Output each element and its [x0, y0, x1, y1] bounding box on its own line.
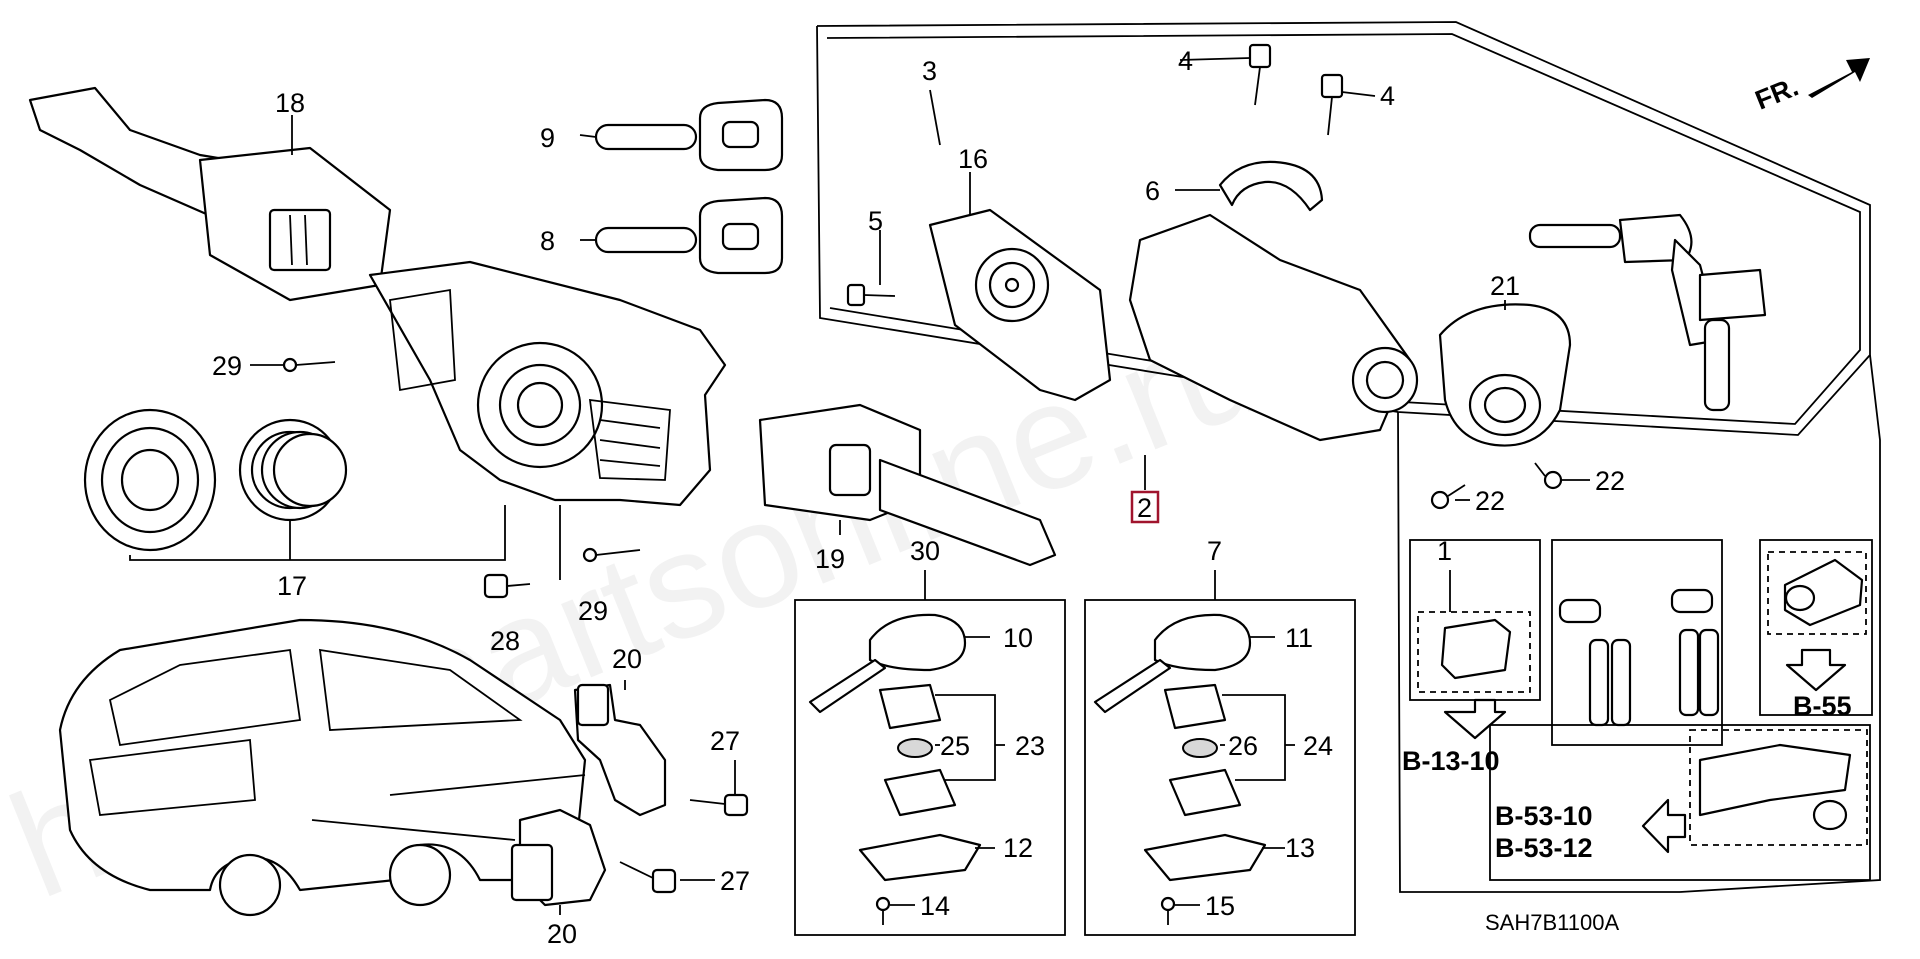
label-16: 16: [958, 144, 988, 174]
label-11: 11: [1285, 623, 1313, 653]
b53-dashed-box: [1689, 729, 1868, 846]
part-1-dashed-box: [1417, 611, 1531, 693]
leader-lines: [129, 57, 1590, 915]
label-4-right: 4: [1380, 81, 1395, 111]
label-3: 3: [922, 56, 937, 86]
screw-29-upper[interactable]: [282, 357, 336, 373]
ref-b-13-10[interactable]: B-13-10: [1402, 746, 1500, 776]
part-9-key[interactable]: [594, 98, 784, 172]
part-8-key[interactable]: [594, 196, 784, 275]
part-13-case[interactable]: [1143, 833, 1267, 882]
arrow-left-b53: [1641, 798, 1687, 854]
bolt-4-right[interactable]: [1320, 73, 1344, 136]
label-30: 30: [910, 536, 940, 566]
part-labels: 18 9 8 29 17 28 29 19 3 16 5 4 4 6 21 22…: [212, 46, 1625, 949]
label-2: 2: [1137, 493, 1152, 523]
part-23-remote-board[interactable]: [878, 683, 942, 730]
screw-29-lower[interactable]: [582, 547, 641, 563]
b55-cylinder[interactable]: [1783, 558, 1864, 627]
remote-group-7-box: [1084, 599, 1356, 936]
remote-board-30[interactable]: [883, 768, 957, 817]
steering-column-housing[interactable]: [368, 260, 727, 507]
label-9: 9: [540, 123, 555, 153]
label-24: 24: [1303, 731, 1333, 761]
keys-upper-right[interactable]: [1528, 213, 1767, 412]
label-12: 12: [1003, 833, 1033, 863]
label-22-right: 22: [1595, 466, 1625, 496]
part-20-door-switch-upper[interactable]: [573, 683, 667, 817]
label-22-left: 22: [1475, 486, 1505, 516]
label-6: 6: [1145, 176, 1160, 206]
label-14: 14: [920, 891, 950, 921]
label-21: 21: [1490, 271, 1520, 301]
label-5: 5: [868, 206, 883, 236]
label-7-text: 7: [1207, 536, 1222, 566]
bolt-27-upper[interactable]: [689, 793, 749, 817]
arrow-down-b55: [1785, 648, 1847, 692]
label-28: 28: [490, 626, 520, 656]
label-20-lower: 20: [547, 919, 577, 949]
b55-box: [1759, 539, 1873, 716]
part-19-wiper-switch[interactable]: [758, 403, 1057, 567]
label-27-lower: 27: [720, 866, 750, 896]
label-26: 26: [1228, 731, 1258, 761]
label-13: 13: [1285, 833, 1315, 863]
label-17: 17: [277, 571, 307, 601]
part-20-door-switch-lower[interactable]: [510, 808, 607, 907]
label-15: 15: [1205, 891, 1235, 921]
part-1-outer-box: [1409, 539, 1541, 701]
label-23: 23: [1015, 731, 1045, 761]
steering-lock-body[interactable]: [1128, 213, 1419, 442]
part-26-battery[interactable]: [1182, 738, 1218, 758]
bolt-27-lower[interactable]: [619, 861, 677, 894]
remote-group-30-box: [794, 599, 1066, 936]
part-6-bracket[interactable]: [1218, 160, 1324, 212]
part-17-cable-reel[interactable]: [83, 408, 348, 552]
b53-box: [1489, 724, 1871, 881]
highlighted-part-2[interactable]: 2: [1130, 490, 1160, 524]
part-10-remote-key[interactable]: [808, 613, 967, 714]
ref-b-53-12[interactable]: B-53-12: [1495, 833, 1593, 863]
ref-b-55[interactable]: B-55: [1793, 691, 1852, 721]
arrow-down-b13: [1443, 698, 1507, 740]
label-8: 8: [540, 226, 555, 256]
label-29-lower: 29: [578, 596, 608, 626]
screw-15[interactable]: [1160, 896, 1176, 925]
part-12-case[interactable]: [858, 833, 982, 882]
b55-dashed-box: [1767, 551, 1867, 635]
part-11-remote-key[interactable]: [1093, 613, 1252, 714]
keys-group-box: [1551, 539, 1723, 746]
assembly-outline: [816, 21, 1881, 893]
label-25: 25: [940, 731, 970, 761]
label-10: 10: [1003, 623, 1033, 653]
label-4-left: 4: [1178, 46, 1193, 76]
bolt-4-left[interactable]: [1248, 43, 1272, 106]
b53-latch[interactable]: [1698, 743, 1852, 831]
bolt-28[interactable]: [483, 573, 531, 599]
front-label: FR.: [1751, 71, 1803, 115]
car-outline: [58, 618, 587, 917]
label-20-upper: 20: [612, 644, 642, 674]
part-1-block[interactable]: [1440, 618, 1512, 680]
keys-group[interactable]: [1558, 588, 1720, 727]
part-16-lock-cylinder[interactable]: [928, 208, 1112, 402]
screw-22-left[interactable]: [1430, 484, 1466, 510]
part-24-remote-board[interactable]: [1163, 683, 1227, 730]
diagram-code: SAH7B1100A: [1485, 910, 1619, 935]
remote-board-7[interactable]: [1168, 768, 1242, 817]
label-27-upper: 27: [710, 726, 740, 756]
part-21-key-ring-cover[interactable]: [1438, 303, 1572, 447]
label-1: 1: [1437, 536, 1452, 566]
label-19: 19: [815, 544, 845, 574]
bolt-5[interactable]: [846, 283, 896, 307]
front-direction-arrow: FR.: [1751, 58, 1870, 116]
screw-14[interactable]: [875, 896, 891, 925]
part-25-battery[interactable]: [897, 738, 933, 758]
label-18: 18: [275, 88, 305, 118]
screw-22-right[interactable]: [1534, 462, 1563, 490]
label-29-upper: 29: [212, 351, 242, 381]
part-18-combination-switch[interactable]: [28, 86, 392, 302]
ref-b-53-10[interactable]: B-53-10: [1495, 801, 1593, 831]
